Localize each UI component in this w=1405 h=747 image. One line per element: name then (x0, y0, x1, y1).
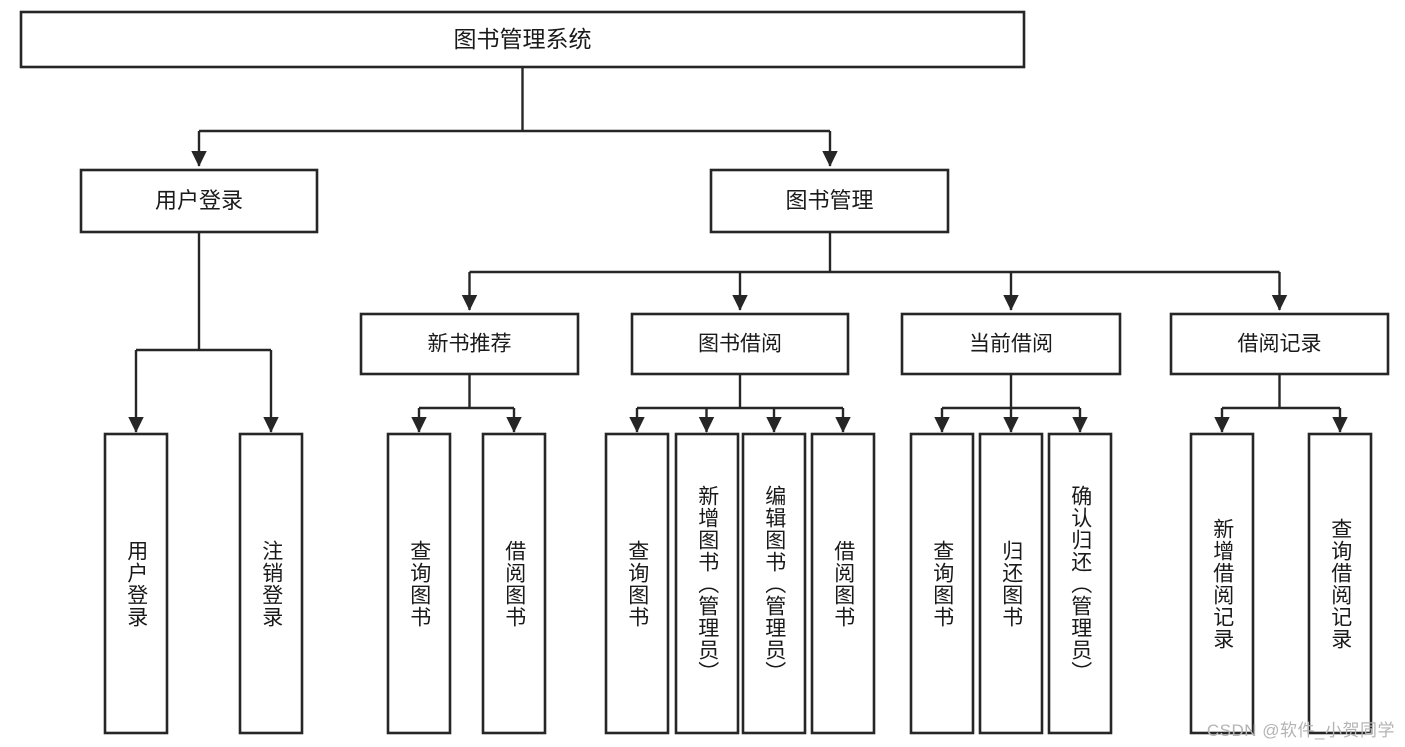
edge-login-to-leaves (128, 232, 279, 433)
node-borrow-label: 图书借阅 (698, 333, 782, 356)
edge-root-to-level2 (191, 67, 838, 167)
node-newbook-label: 新书推荐 (428, 333, 512, 356)
node-leaf-12[interactable] (1189, 432, 1255, 735)
edge-record-to-leaves (1214, 374, 1348, 433)
node-root-label: 图书管理系统 (454, 26, 592, 52)
node-record-label: 借阅记录 (1238, 333, 1322, 356)
watermark-text: CSDN @软件_小贺同学 (1206, 721, 1395, 740)
node-leaf-8[interactable] (810, 432, 876, 735)
edge-borrow-to-leaves (629, 374, 851, 433)
node-current-label: 当前借阅 (969, 333, 1053, 356)
node-leaf-1[interactable] (103, 432, 169, 735)
node-login[interactable]: 用户登录 (79, 168, 319, 234)
node-current[interactable]: 当前借阅 (900, 312, 1122, 376)
node-leaf-2[interactable] (238, 432, 304, 735)
node-leaf-11[interactable] (1047, 432, 1113, 735)
node-root[interactable]: 图书管理系统 (19, 10, 1026, 69)
node-leaf-6[interactable] (674, 432, 740, 735)
node-leaf-3[interactable] (386, 432, 452, 735)
edge-bookmgmt-to-level3 (461, 232, 1288, 311)
node-leaf-5[interactable] (604, 432, 670, 735)
node-bookmgmt[interactable]: 图书管理 (709, 168, 950, 234)
edge-newbook-to-leaves (411, 374, 522, 433)
node-leaf-7[interactable] (741, 432, 807, 735)
node-leaf-9[interactable] (909, 432, 975, 735)
node-login-label: 用户登录 (155, 188, 243, 213)
node-borrow[interactable]: 图书借阅 (630, 312, 850, 376)
node-leaf-10[interactable] (978, 432, 1044, 735)
edge-current-to-leaves (934, 374, 1088, 433)
node-bookmgmt-label: 图书管理 (785, 188, 873, 213)
node-newbook[interactable]: 新书推荐 (359, 312, 580, 376)
node-record[interactable]: 借阅记录 (1169, 312, 1390, 376)
node-leaf-4[interactable] (481, 432, 547, 735)
node-leaf-13[interactable] (1307, 432, 1373, 735)
